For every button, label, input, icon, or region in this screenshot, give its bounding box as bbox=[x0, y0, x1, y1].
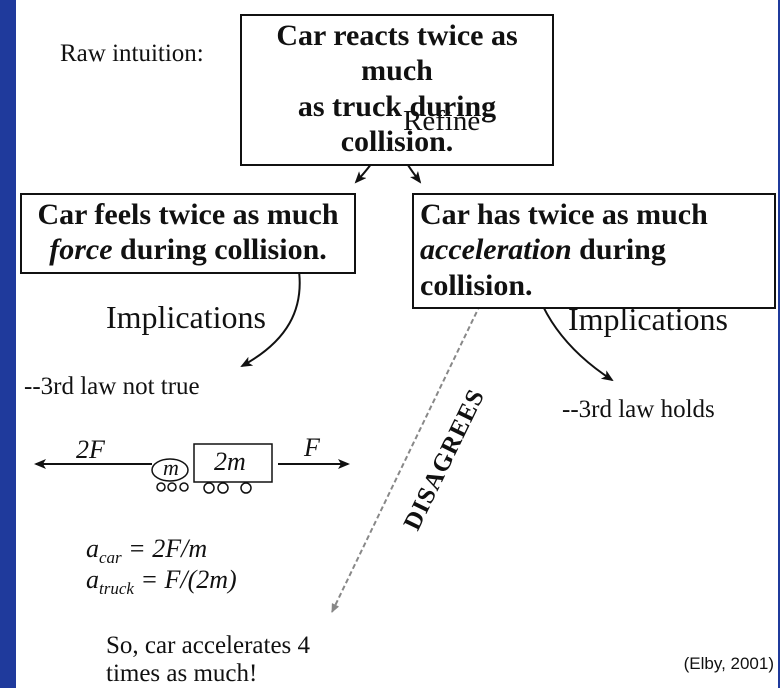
truck-acc-var: a bbox=[86, 565, 99, 594]
force-right-label: F bbox=[304, 433, 320, 462]
diagram-panel: Raw intuition: Car reacts twice as much … bbox=[16, 0, 778, 688]
left-box-line2-rest: during collision. bbox=[112, 233, 327, 267]
truck-mass-label: 2m bbox=[214, 447, 246, 476]
force-left-label: 2F bbox=[76, 435, 105, 464]
right-result-text: --3rd law holds bbox=[562, 396, 715, 423]
car-mass-label: m bbox=[163, 455, 179, 480]
left-box-line2: force during collision. bbox=[28, 232, 348, 267]
left-box-line1: Car feels twice as much bbox=[37, 198, 339, 231]
conclusion-line2: times as much! bbox=[106, 660, 258, 687]
refine-label: Refine bbox=[403, 105, 481, 137]
left-result-text: --3rd law not true bbox=[24, 373, 200, 400]
top-box-line2: as truck during collision. bbox=[297, 89, 497, 159]
right-box-line2-rest: during collision. bbox=[420, 233, 666, 302]
left-hypothesis-box: Car feels twice as much force during col… bbox=[20, 193, 356, 274]
left-implications-arrow bbox=[240, 263, 301, 367]
top-box-line1: Car reacts twice as much bbox=[276, 19, 518, 88]
car-acc-var: a bbox=[86, 534, 99, 563]
truck-acc-rhs: = F/(2m) bbox=[133, 565, 237, 594]
left-implications-label: Implications bbox=[106, 299, 266, 335]
disagrees-dashed-arrow bbox=[331, 267, 502, 613]
car-acc-rhs: = 2F/m bbox=[121, 534, 208, 563]
citation: (Elby, 2001) bbox=[683, 654, 774, 673]
car-body bbox=[151, 458, 189, 482]
raw-intuition-label: Raw intuition: bbox=[60, 40, 204, 67]
truck-body bbox=[193, 443, 273, 483]
diagram-connectors bbox=[34, 101, 614, 613]
car-acc-subscript: car bbox=[99, 548, 122, 568]
left-box-emphasis: force bbox=[49, 233, 113, 267]
truck-acceleration-equation: atruck = F/(2m) bbox=[86, 565, 237, 599]
car-acceleration-equation: acar = 2F/m bbox=[86, 534, 208, 568]
right-box-line2: acceleration during collision. bbox=[420, 232, 768, 303]
right-box-line1: Car has twice as much bbox=[420, 198, 708, 231]
right-implications-label: Implications bbox=[568, 301, 728, 337]
truck-acc-subscript: truck bbox=[99, 579, 134, 599]
right-box-emphasis: acceleration bbox=[420, 233, 572, 267]
conclusion-line1: So, car accelerates 4 bbox=[106, 632, 311, 659]
right-hypothesis-box: Car has twice as much acceleration durin… bbox=[412, 193, 776, 310]
top-statement-box: Car reacts twice as much as truck during… bbox=[240, 14, 554, 166]
